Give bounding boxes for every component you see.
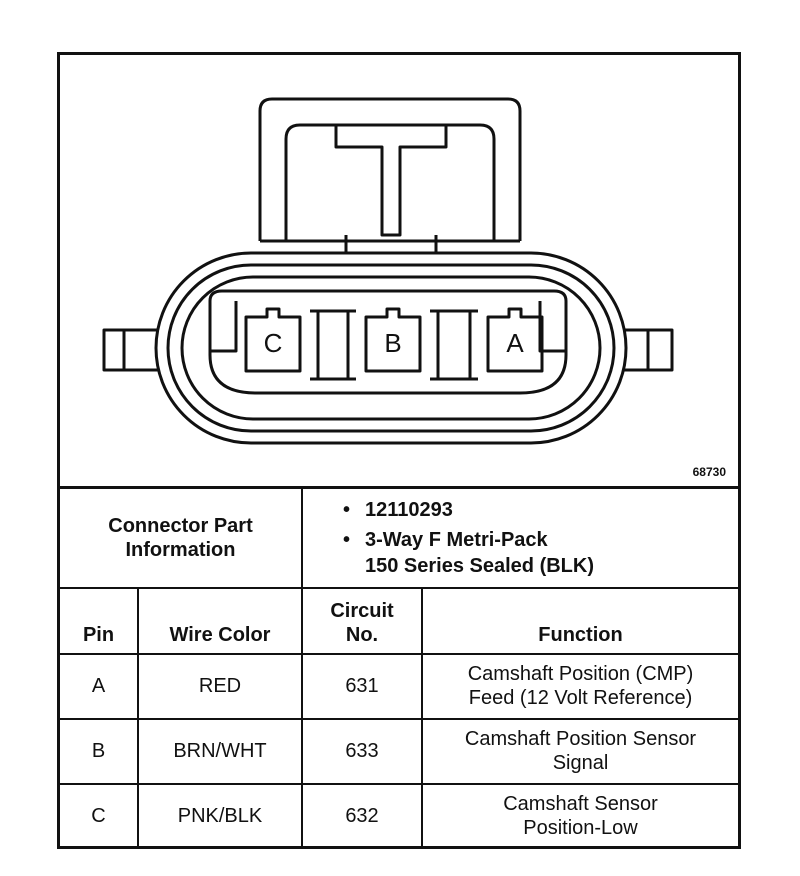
part-number-item: • 12110293 [343,498,453,521]
part-description-item: • 3-Way F Metri-Pack 150 Series Sealed (… [343,528,594,577]
connector-body-ring [166,263,616,433]
header-circuit-no: Circuit No. [301,586,423,655]
latch-inner [284,123,496,241]
figure-number: 68730 [693,465,727,479]
connector-info-table: Connector Part Information • 12110293 • … [60,486,738,848]
table-header-row: Pin Wire Color Circuit No. Function [60,586,738,655]
cavity-panel [208,289,568,395]
header-function: Function [421,586,738,655]
connector-body-outer [154,251,628,445]
pin-label-b: B [384,328,401,358]
cell-wire-color: RED [137,652,303,720]
right-side-tab [618,328,674,372]
table-row: C PNK/BLK 632 Camshaft Sensor Position-L… [60,782,738,848]
cell-function: Camshaft Sensor Position-Low [421,782,738,848]
cell-circuit: 633 [301,717,423,785]
pin-cavity-b [364,307,422,373]
cell-pin: B [60,717,139,785]
left-side-tab [102,328,164,372]
pin-label-a: A [506,328,524,358]
pin-cavity-c [244,307,302,373]
connector-diagram: C B A 68730 [60,55,738,488]
connector-figure-frame: C B A 68730 Connector Part Information •… [57,52,741,849]
header-pin: Pin [60,586,139,655]
part-info-label: Connector Part Information [60,486,303,589]
table-row: A RED 631 Camshaft Position (CMP) Feed (… [60,652,738,720]
cell-pin: C [60,782,139,848]
cell-function: Camshaft Position (CMP) Feed (12 Volt Re… [421,652,738,720]
latch-outline [258,97,522,241]
part-info-details: • 12110293 • 3-Way F Metri-Pack 150 Seri… [301,486,738,589]
cell-function: Camshaft Position Sensor Signal [421,717,738,785]
connector-body-inner [180,275,602,421]
cell-pin: A [60,652,139,720]
cell-wire-color: BRN/WHT [137,717,303,785]
cell-circuit: 631 [301,652,423,720]
cell-wire-color: PNK/BLK [137,782,303,848]
latch-t-bar [334,125,448,237]
table-row: B BRN/WHT 633 Camshaft Position Sensor S… [60,717,738,785]
part-info-row: Connector Part Information • 12110293 • … [60,486,738,589]
pin-cavity-a [486,307,544,373]
cell-circuit: 632 [301,782,423,848]
header-wire-color: Wire Color [137,586,303,655]
pin-label-c: C [264,328,283,358]
